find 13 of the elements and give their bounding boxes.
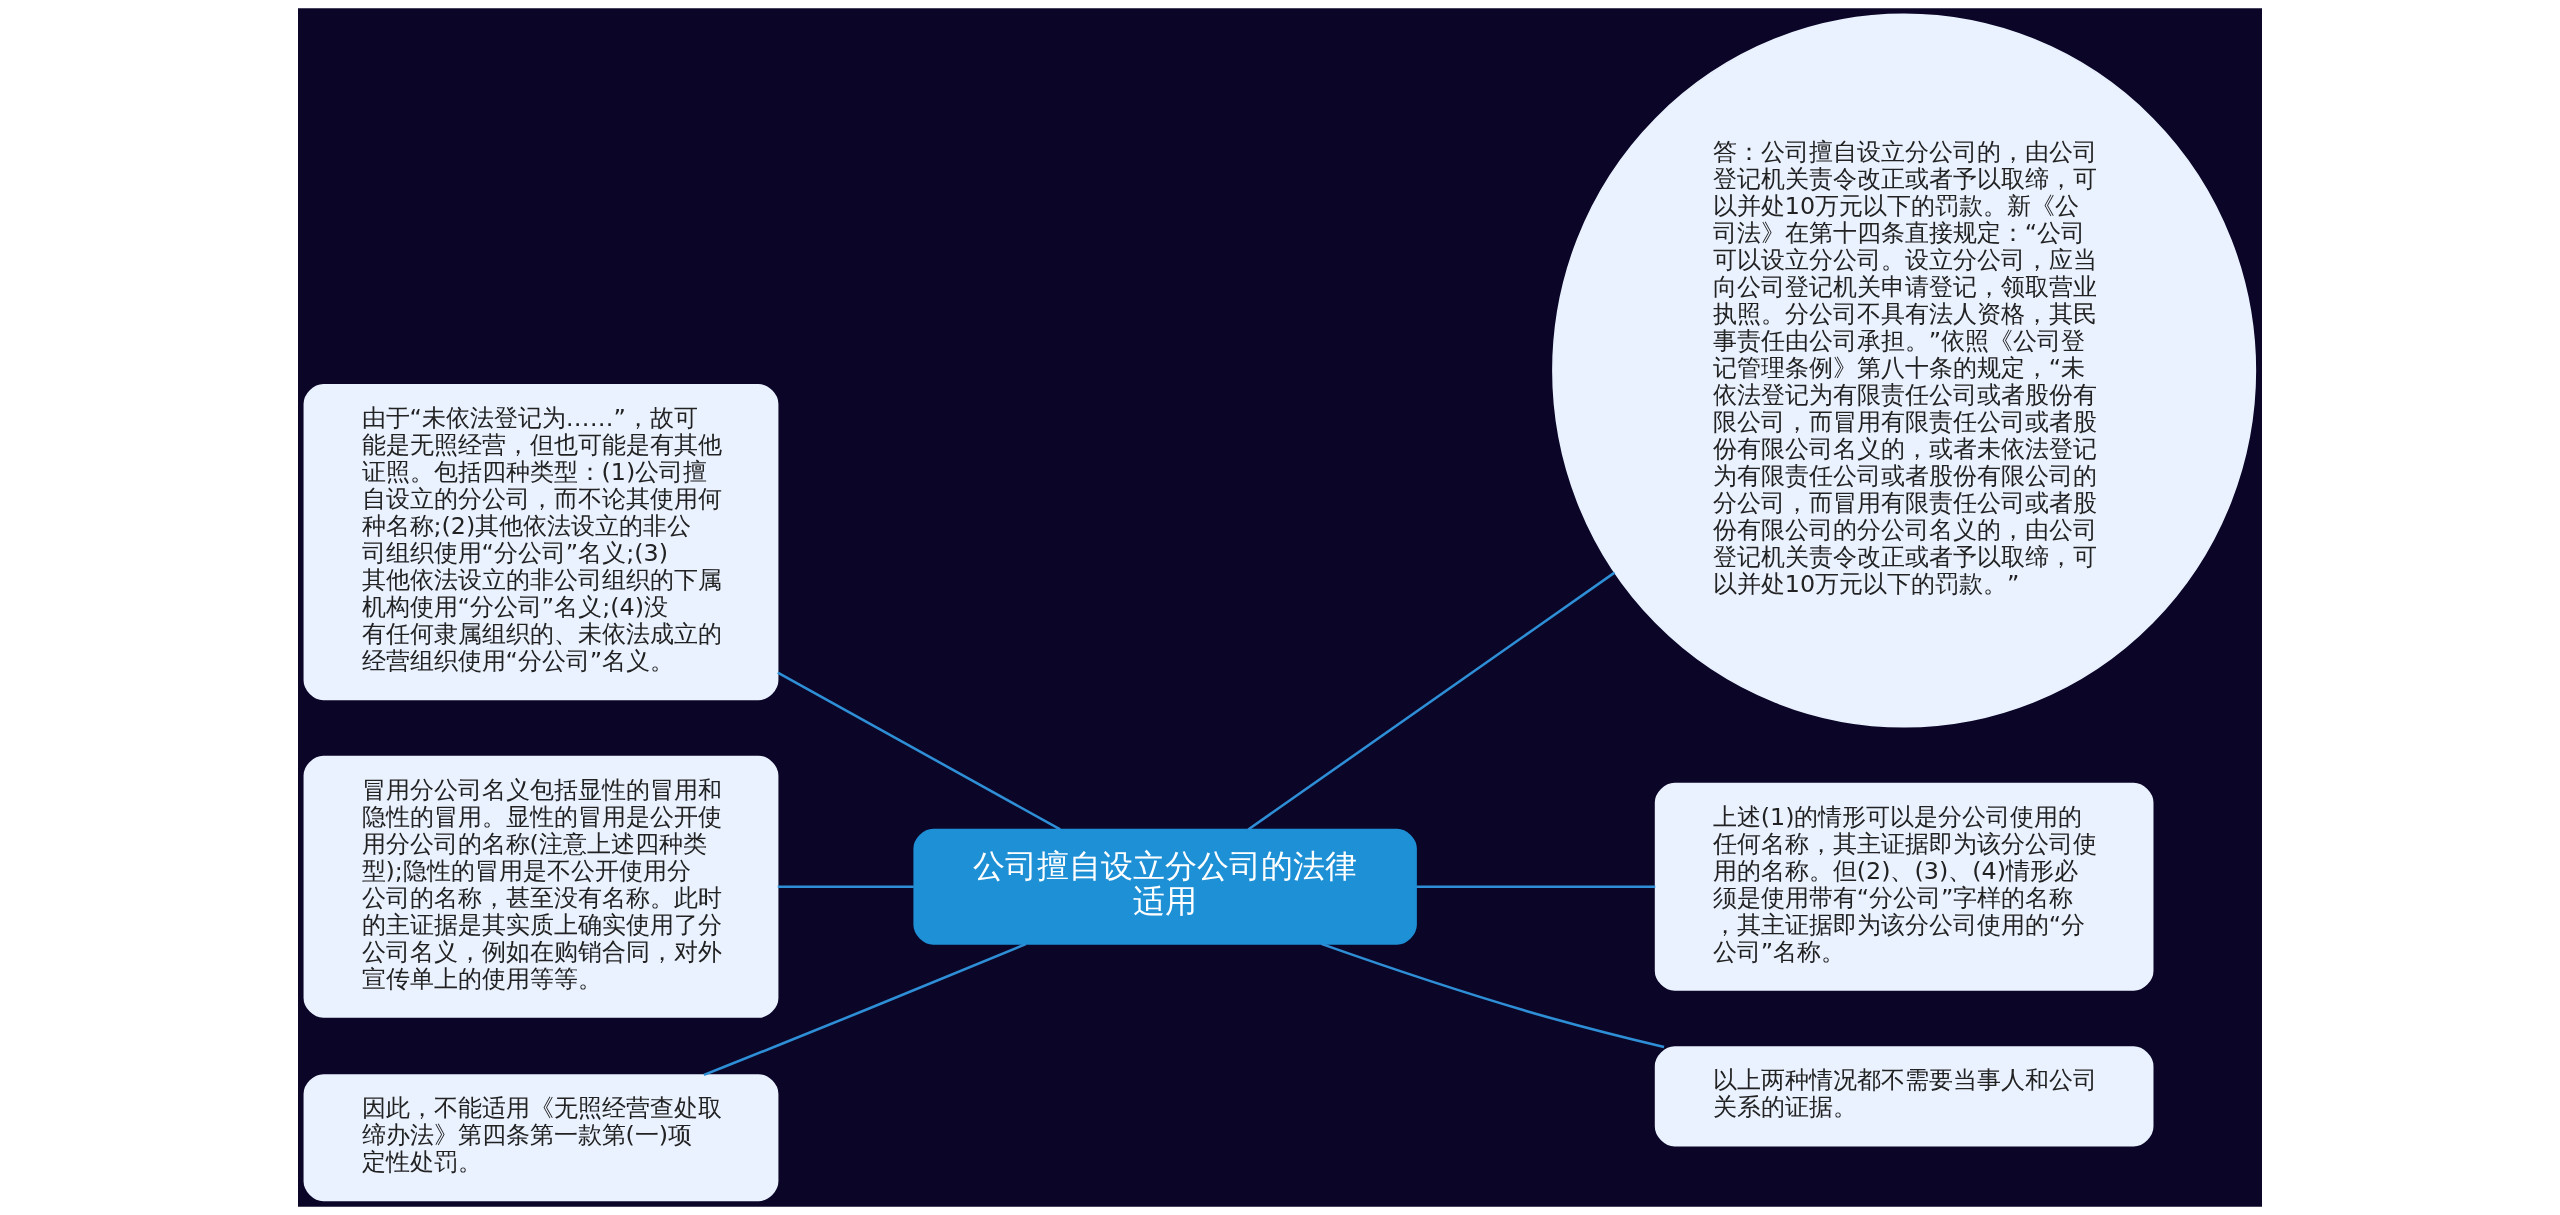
node-circle: 答：公司擅自设立分公司的，由公司登记机关责令改正或者予以取缔，可以并处10万元以下的罚款。新《公司法》在第十四条直接规定：“公司可以设立分公司。设立分公司，应当向公司登记机关申请登记，领取营业执照。分公司不具有法人资格，其民事责任由公司承担。”依照《公司登记管理条例》第八十条的规定，“未依法登记为有限责任公司或者股份有限公司，而冒用有限责任公司或者股份有限公司名义的，或者未依法登记为有限责任公司或者股份有限公司的分公司，而冒用有限责任公司或者股份有限公司的分公司名义的，由公司登记机关责令改正或者予以取缔，可以并处10万元以下的罚款。” xyxy=(1552,13,2257,728)
connector xyxy=(1247,571,1616,831)
connector xyxy=(703,942,1027,1077)
node-box: 由于“未依法登记为……”，故可能是无照经营，但也可能是有其他证照。包括四种类型：(1)公司擅自设立的分公司，而不论其使用何种名称;(2)其他依法设立的非公司组织使用“分公司”名义;(3)其他依法设立的非公司组织的下属机构使用“分公司”名义;(4)没有任何隶属组织的、未依法成立的经营组织使用“分公司”名义。 xyxy=(303,384,779,701)
node-box: 上述(1)的情形可以是分公司使用的任何名称，其主证据即为该分公司使用的名称。但(2)、(3)、(4)情形必须是使用带有“分公司”字样的名称，其主证据即为该分公司使用的“分公司”名称。 xyxy=(1654,782,2154,991)
connector xyxy=(777,885,914,888)
connector xyxy=(1416,885,1656,888)
node-box: 因此，不能适用《无照经营查处取缔办法》第四条第一款第(一)项定性处罚。 xyxy=(303,1074,779,1202)
connector xyxy=(1320,942,1665,1049)
node-box: 冒用分公司名义包括显性的冒用和隐性的冒用。显性的冒用是公开使用分公司的名称(注意上述四种类型);隐性的冒用是不公开使用分公司的名称，甚至没有名称。此时的主证据是其实质上确实使用了分公司名义，例如在购销合同，对外宣传单上的使用等等。 xyxy=(303,755,779,1018)
node-box: 公司擅自设立分公司的法律适用 xyxy=(913,828,1417,945)
node-box: 以上两种情况都不需要当事人和公司关系的证据。 xyxy=(1654,1046,2154,1147)
connector xyxy=(777,671,1061,831)
